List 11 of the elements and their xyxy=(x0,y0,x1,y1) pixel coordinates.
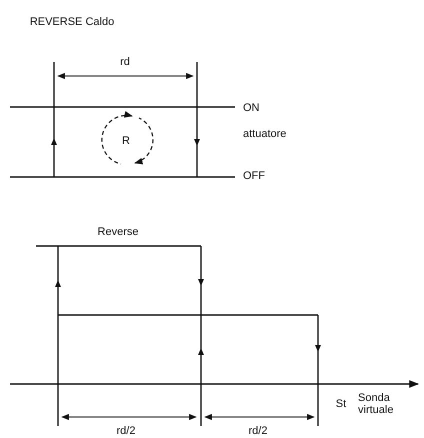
level-label: OFF xyxy=(243,170,265,182)
axis-label: Sonda virtuale xyxy=(358,392,394,416)
axis-label: attuatore xyxy=(243,128,286,140)
dimension-label: rd/2 xyxy=(248,424,268,438)
dimension-label: rd xyxy=(120,56,130,68)
setpoint-label: St xyxy=(336,398,346,410)
dimension-label: rd/2 xyxy=(116,424,136,438)
diagram-title: REVERSE Caldo xyxy=(30,16,114,28)
curve-label: Reverse xyxy=(98,226,138,238)
cycle-label: R xyxy=(122,134,130,148)
level-label: ON xyxy=(243,102,260,114)
